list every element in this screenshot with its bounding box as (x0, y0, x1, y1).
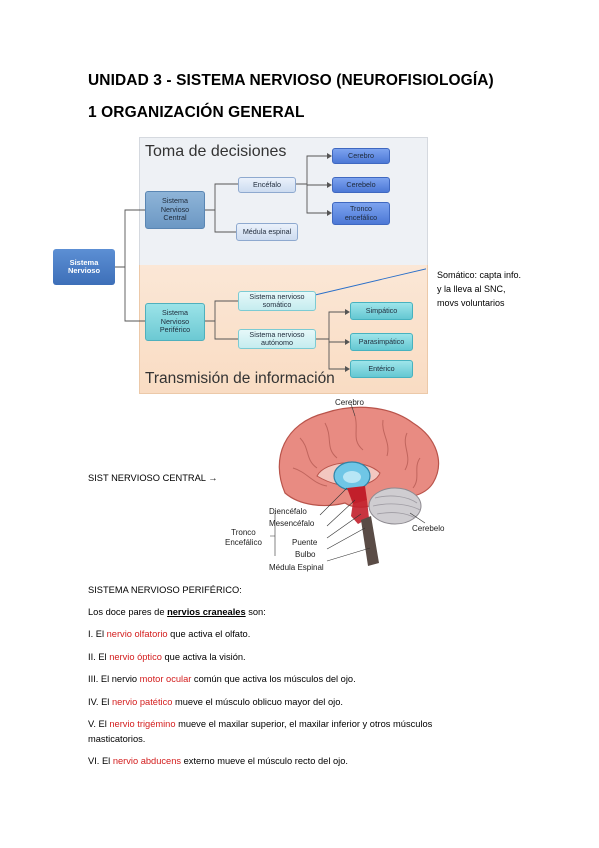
nerve-name: nervio trigémino (109, 719, 176, 729)
root-box: Sistema Nervioso (53, 249, 115, 285)
sympathetic-box: Simpático (350, 302, 413, 320)
nerve-name: nervio óptico (109, 652, 162, 662)
cranial-nerves-term: nervios craneales (167, 607, 246, 617)
brain-label-tronco: Tronco Encefálico (225, 528, 262, 547)
peripheral-system-box: Sistema Nervioso Periférico (145, 303, 205, 341)
somatic-note: Somático: capta info. y la lleva al SNC,… (437, 270, 522, 308)
autonomic-system-box: Sistema nervioso autónomo (238, 329, 316, 349)
brain-label-cerebro: Cerebro (335, 398, 364, 407)
unit-title: UNIDAD 3 - SISTEMA NERVIOSO (NEUROFISIOL… (88, 72, 494, 89)
connector-lines (115, 153, 426, 372)
nerve-item-3: III. El nervio motor ocular común que ac… (88, 674, 356, 684)
central-system-box: Sistema Nervioso Central (145, 191, 205, 229)
encephalon-box: Encéfalo (238, 177, 296, 193)
brain-label-bulbo: Bulbo (295, 550, 316, 559)
nerve-name: nervio abducens (112, 756, 182, 766)
decision-panel-title: Toma de decisiones (145, 143, 287, 160)
somatic-system-box: Sistema nervioso somático (238, 291, 316, 311)
brain-label-diencefalo: Diencéfalo (269, 507, 307, 516)
nerve-item-1: I. El nervio olfatorio que activa el olf… (88, 629, 251, 639)
nerve-name: nervio olfatorio (106, 629, 168, 639)
nerve-item-5: V. El nervio trigémino mueve el maxilar … (88, 719, 433, 729)
brain-label-puente: Puente (292, 538, 318, 547)
peripheral-system-label: SISTEMA NERVIOSO PERIFÉRICO: (88, 585, 242, 595)
cerebellum-box: Cerebelo (332, 177, 390, 193)
parasympathetic-box: Parasimpático (350, 333, 413, 351)
brain-label-medula: Médula Espinal (269, 563, 324, 572)
central-system-label: SIST NERVIOSO CENTRAL → (88, 473, 218, 483)
cranial-nerves-intro: Los doce pares de nervios craneales son: (88, 607, 266, 617)
enteric-box: Entérico (350, 360, 413, 378)
nerve-name: motor ocular (139, 674, 192, 684)
nerve-item-5-continuation: masticatorios. (88, 734, 146, 744)
nerve-name: nervio patético (111, 697, 173, 707)
nerve-item-2: II. El nervio óptico que activa la visió… (88, 652, 246, 662)
brain-box: Cerebro (332, 148, 390, 164)
brain-label-cerebelo: Cerebelo (412, 524, 445, 533)
organization-diagram: Toma de decisiones Transmisión de inform… (53, 137, 428, 394)
section-title: 1 ORGANIZACIÓN GENERAL (88, 104, 305, 121)
brainstem-box: Tronco encefálico (332, 202, 390, 225)
spinal-cord-box: Médula espinal (236, 223, 298, 241)
transmission-panel-title: Transmisión de información (145, 370, 335, 387)
nerve-item-6: VI. El nervio abducens externo mueve el … (88, 756, 348, 766)
brain-illustration (270, 403, 440, 566)
brain-label-mesencefalo: Mesencéfalo (269, 519, 315, 528)
nerve-item-4: IV. El nervio patético mueve el músculo … (88, 697, 343, 707)
